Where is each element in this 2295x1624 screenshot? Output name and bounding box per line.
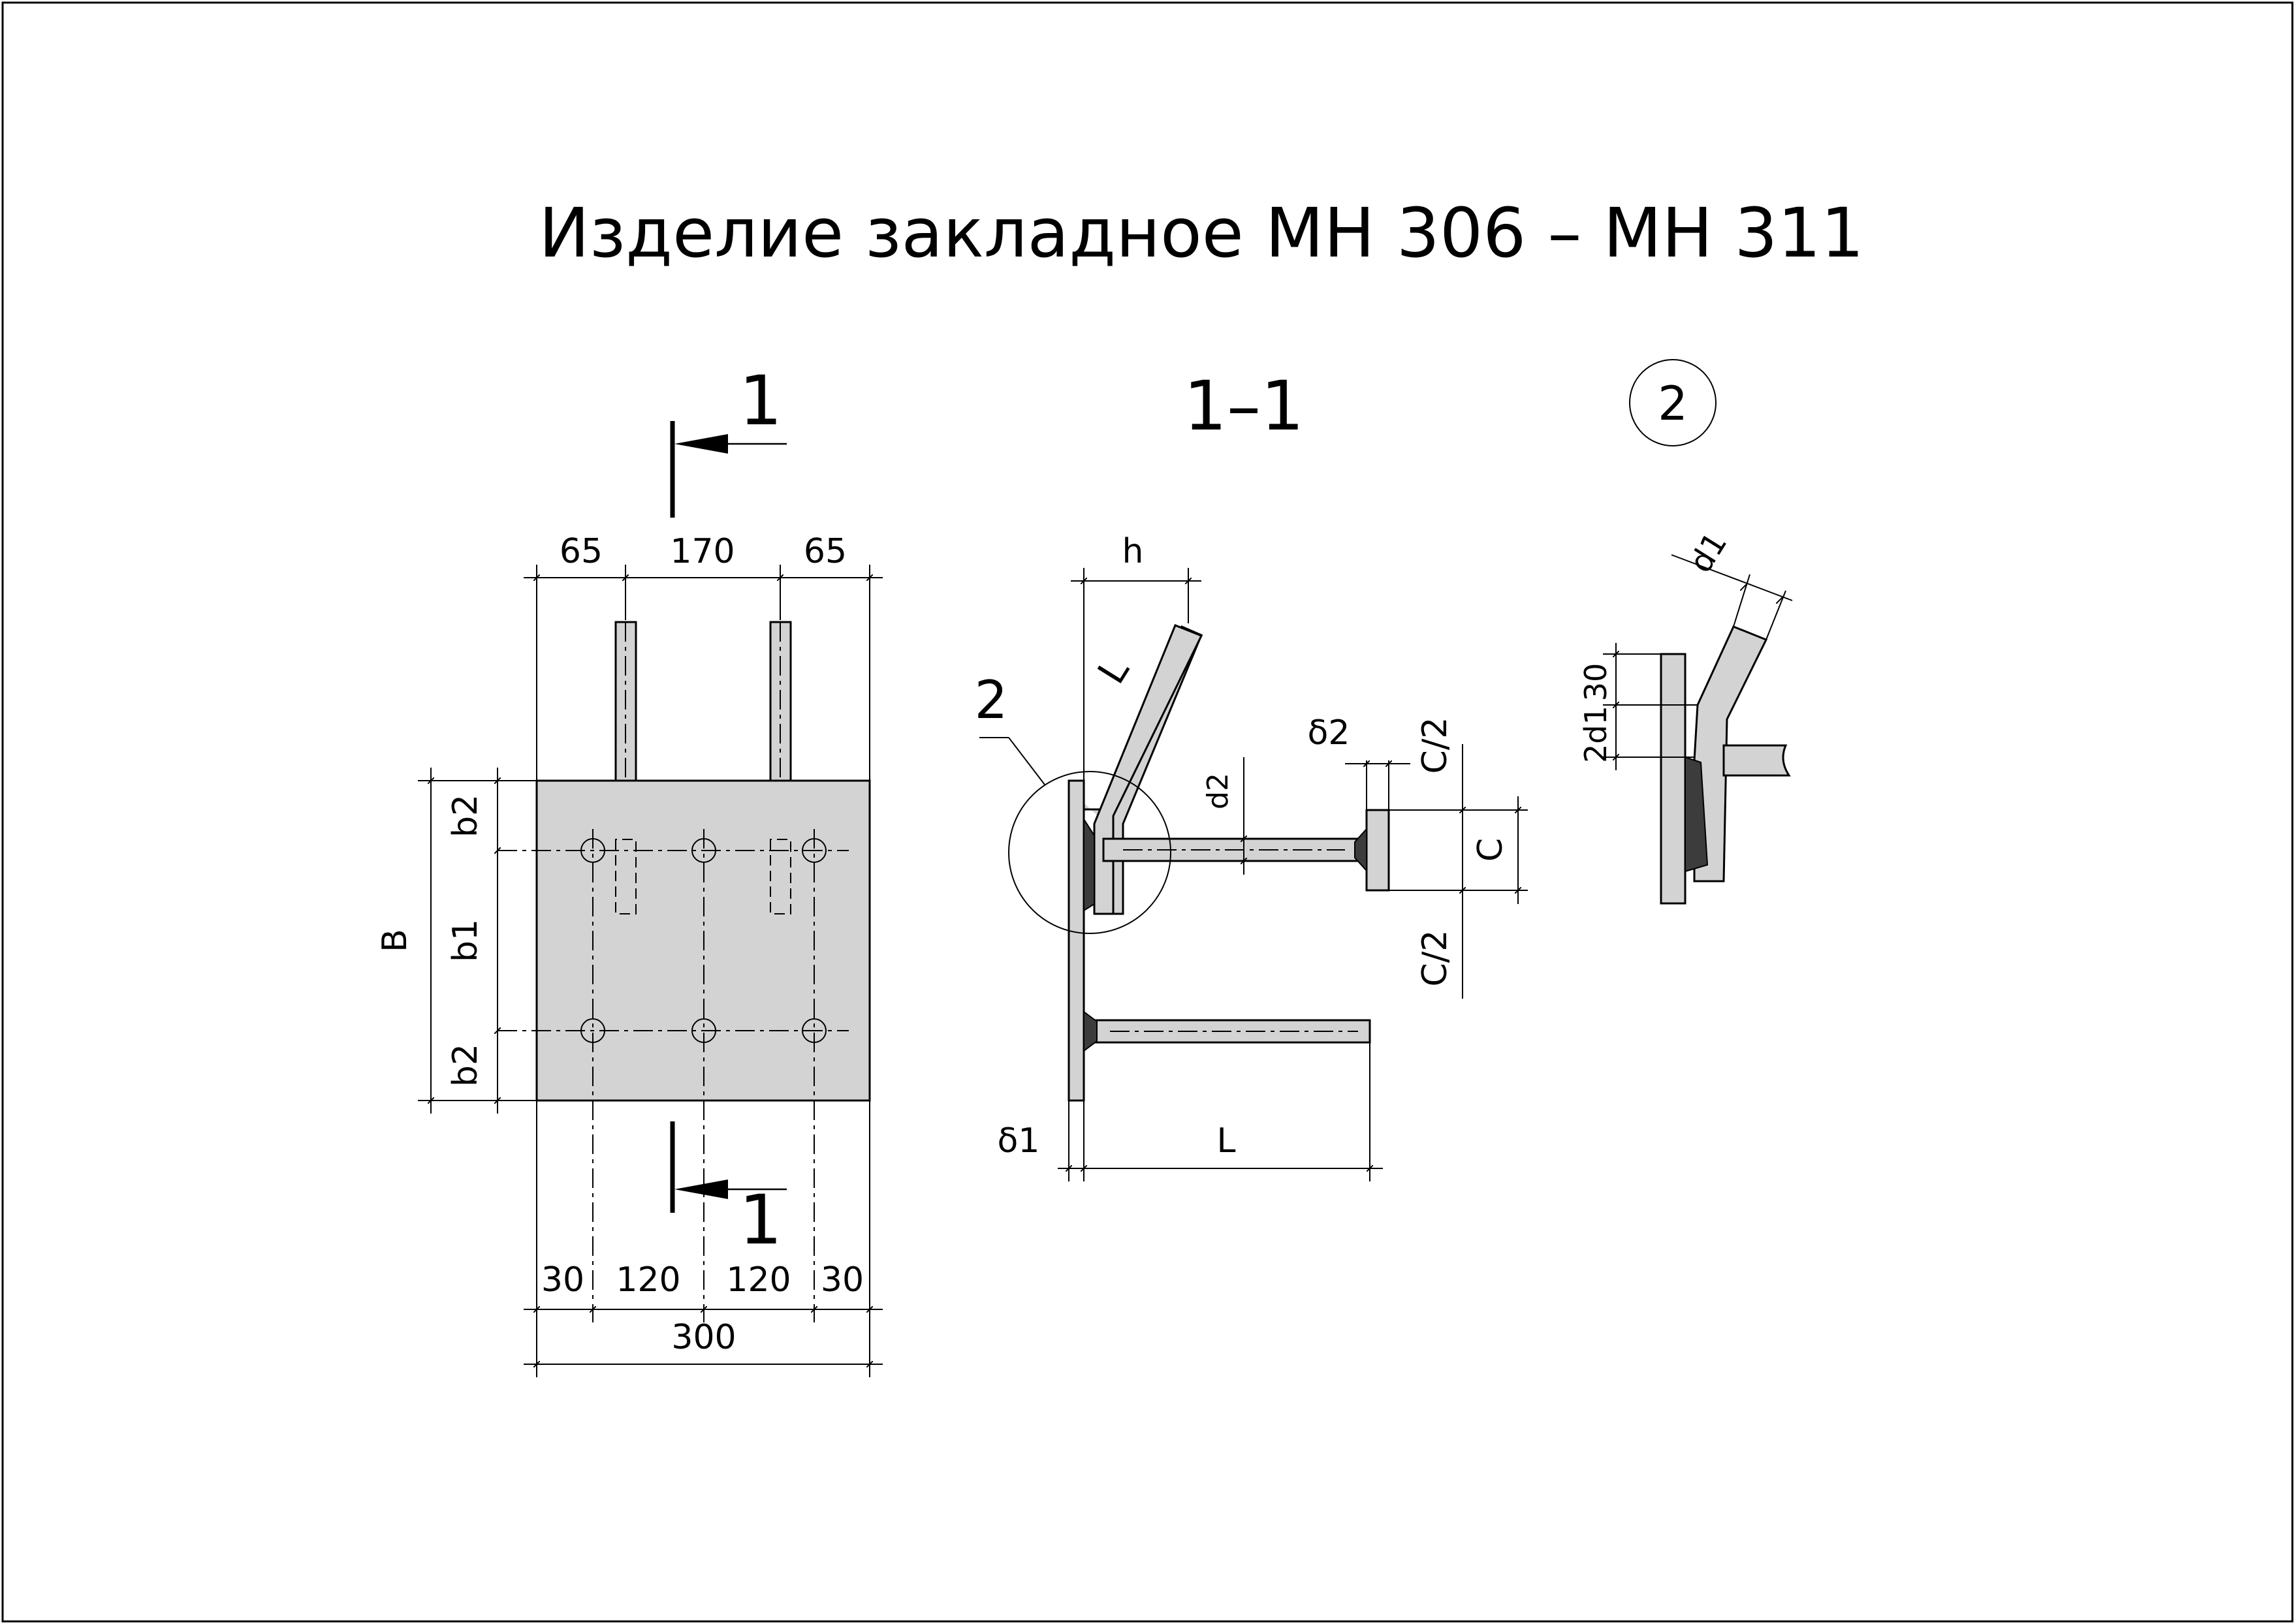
dim-bottom-120-right: 120 xyxy=(726,1260,791,1300)
label-delta2: δ2 xyxy=(1308,713,1350,753)
label-L-anchor: L xyxy=(1089,650,1138,691)
label-d1: d1 xyxy=(1683,526,1735,579)
detail-horizontal-bar xyxy=(1722,744,1791,777)
section-plate xyxy=(1068,779,1085,1102)
dim-bottom-30-left: 30 xyxy=(541,1260,584,1300)
label-detail-ref: 2 xyxy=(975,670,1008,730)
detail-weld xyxy=(1685,756,1709,873)
dim-label-b2-bottom: b2 xyxy=(446,1044,485,1087)
hole xyxy=(580,838,605,863)
label-C: C xyxy=(1471,838,1510,862)
dim-top-65-left: 65 xyxy=(560,532,603,571)
detail-callout-number: 2 xyxy=(1658,376,1688,431)
detail-callout-circle xyxy=(1629,359,1717,446)
drawing-title: Изделие закладное МН 306 – МН 311 xyxy=(539,193,1864,273)
label-C-half-top: C/2 xyxy=(1416,717,1455,774)
dim-label-B: B xyxy=(375,929,415,952)
weld-end xyxy=(1354,827,1367,873)
end-plate xyxy=(1365,809,1390,892)
hole xyxy=(580,1018,605,1043)
detail-view xyxy=(1603,359,1793,905)
plan-view xyxy=(418,421,883,1377)
label-C-half-bottom: C/2 xyxy=(1416,930,1455,987)
label-dim-2d1: 2d1 xyxy=(1578,706,1613,763)
detail-inclined-bar xyxy=(1693,625,1768,882)
weld-top xyxy=(1083,817,1095,912)
dim-label-b2-top: b2 xyxy=(446,794,485,837)
label-dim-30: 30 xyxy=(1578,663,1613,702)
label-h: h xyxy=(1122,532,1144,571)
dim-bottom-30-right: 30 xyxy=(821,1260,864,1300)
section-marker-top: 1 xyxy=(739,361,782,441)
hole xyxy=(802,838,827,863)
detail-circle xyxy=(1008,771,1171,934)
dim-bottom-120-left: 120 xyxy=(616,1260,680,1300)
label-delta1: δ1 xyxy=(998,1121,1040,1161)
hidden-anchor-left xyxy=(615,839,637,914)
label-L: L xyxy=(1217,1121,1236,1161)
dim-overall-300: 300 xyxy=(671,1318,736,1357)
weld-bottom xyxy=(1083,1010,1098,1052)
hole xyxy=(691,838,716,863)
dim-label-b1: b1 xyxy=(446,919,485,962)
hole xyxy=(691,1018,716,1043)
label-d2: d2 xyxy=(1201,773,1235,809)
hidden-anchor-right xyxy=(770,839,791,914)
dim-top-170: 170 xyxy=(670,532,735,571)
detail-plate xyxy=(1660,653,1686,905)
section-title: 1–1 xyxy=(1184,366,1304,446)
section-marker-bottom: 1 xyxy=(739,1180,782,1260)
dim-top-65-right: 65 xyxy=(804,532,847,571)
section-view xyxy=(979,568,1528,1181)
hole xyxy=(802,1018,827,1043)
